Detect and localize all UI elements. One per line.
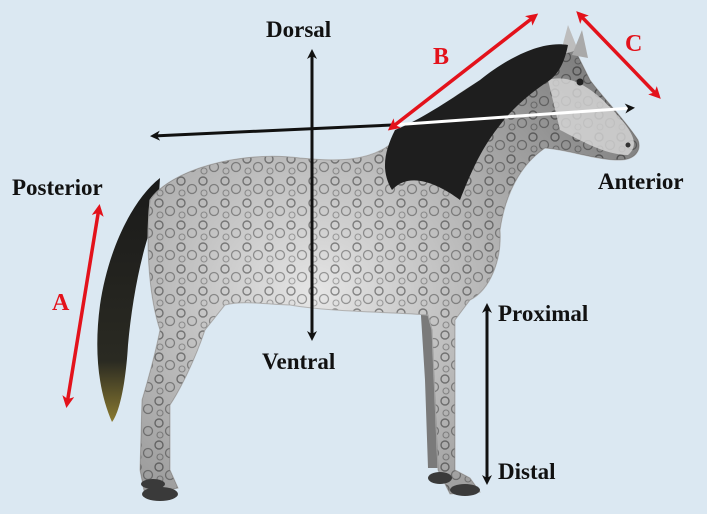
- horse-hooves: [141, 472, 480, 501]
- label-ventral: Ventral: [262, 350, 335, 373]
- measurement-arrow-a: [67, 208, 99, 404]
- label-distal: Distal: [498, 460, 556, 483]
- label-c: C: [625, 32, 642, 56]
- label-posterior: Posterior: [12, 176, 103, 199]
- label-proximal: Proximal: [498, 302, 588, 325]
- label-anterior: Anterior: [598, 170, 684, 193]
- anterior-posterior-arrow-back: [153, 125, 392, 136]
- horse-body: [140, 25, 639, 496]
- label-a: A: [52, 291, 69, 315]
- label-dorsal: Dorsal: [266, 18, 331, 41]
- label-b: B: [433, 45, 449, 69]
